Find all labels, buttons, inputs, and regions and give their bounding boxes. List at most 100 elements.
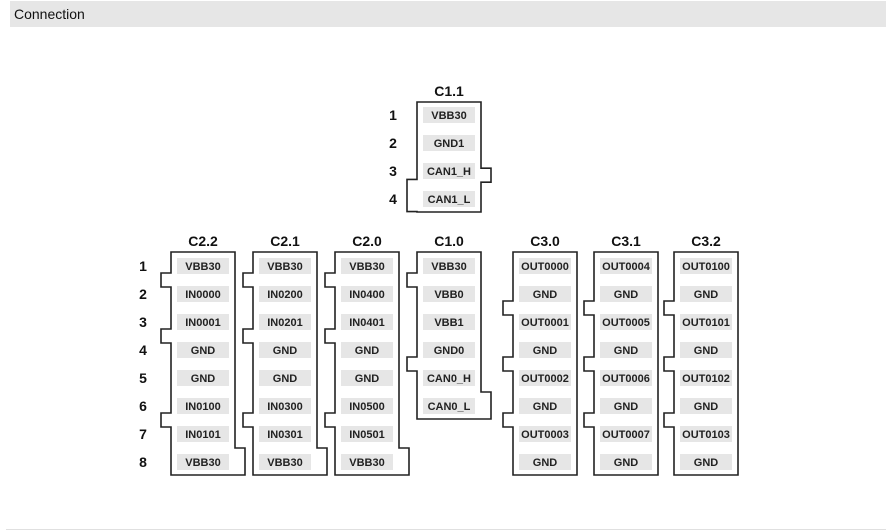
- pin-label: IN0000: [185, 289, 220, 301]
- pin-label-box: [177, 258, 229, 274]
- pin-label: GND: [355, 373, 380, 385]
- pin-label: IN0401: [349, 317, 384, 329]
- pin-number: 3: [139, 314, 147, 330]
- pin-label: GND: [191, 373, 216, 385]
- pin-label: VBB30: [267, 457, 302, 469]
- pin-number: 4: [139, 342, 147, 358]
- pin-label: GND: [355, 345, 380, 357]
- pin-label: CAN0_H: [427, 373, 471, 385]
- pin-label-box: [341, 426, 393, 442]
- pin-label: IN0400: [349, 289, 384, 301]
- connector-title: C1.1: [434, 83, 464, 99]
- pin-label-box: [341, 454, 393, 470]
- pin-label-box: [680, 342, 732, 358]
- pin-label-box: [259, 370, 311, 386]
- pin-label-box: [177, 426, 229, 442]
- pin-label: VBB30: [349, 261, 384, 273]
- pin-label-box: [680, 454, 732, 470]
- pin-label: GND: [273, 345, 298, 357]
- pin-label: OUT0001: [521, 317, 569, 329]
- pin-label: GND: [614, 345, 639, 357]
- connector-title: C2.2: [188, 233, 218, 249]
- pin-label-box: [600, 370, 652, 386]
- pin-label-box: [680, 370, 732, 386]
- pin-number: 5: [139, 370, 147, 386]
- pin-number: 2: [139, 286, 147, 302]
- connector-outline: [242, 251, 328, 476]
- pin-number: 8: [139, 454, 147, 470]
- connector-outline: [502, 251, 578, 476]
- pin-label: IN0501: [349, 429, 384, 441]
- pin-label-box: [177, 314, 229, 330]
- connector-title: C1.0: [434, 233, 464, 249]
- pin-label: OUT0101: [682, 317, 730, 329]
- section-title: Connection: [14, 6, 85, 22]
- pin-label: GND: [614, 289, 639, 301]
- pin-label: GND: [533, 345, 558, 357]
- pin-label: CAN0_L: [428, 401, 471, 413]
- pin-label-box: [600, 314, 652, 330]
- pin-label-box: [519, 258, 571, 274]
- pin-label: OUT0000: [521, 261, 569, 273]
- pin-label-box: [177, 342, 229, 358]
- pin-label: OUT0102: [682, 373, 730, 385]
- pin-label-box: [177, 370, 229, 386]
- pin-label: IN0200: [267, 289, 302, 301]
- section-header: Connection: [10, 1, 886, 27]
- pin-label-box: [423, 286, 475, 302]
- pin-label-box: [259, 454, 311, 470]
- pin-label-box: [177, 454, 229, 470]
- pin-label-box: [600, 258, 652, 274]
- pin-label-box: [423, 107, 475, 123]
- pin-label: IN0500: [349, 401, 384, 413]
- pin-label-box: [519, 342, 571, 358]
- pin-label: GND: [694, 401, 719, 413]
- pin-label-box: [259, 342, 311, 358]
- pin-label-box: [680, 286, 732, 302]
- pin-label: IN0300: [267, 401, 302, 413]
- pin-label-box: [177, 286, 229, 302]
- pin-label: VBB0: [434, 289, 463, 301]
- pin-label: GND: [694, 289, 719, 301]
- pin-label: GND: [694, 457, 719, 469]
- connector-outline: [324, 251, 410, 476]
- pin-label: OUT0100: [682, 261, 730, 273]
- pin-label: OUT0003: [521, 429, 569, 441]
- pin-label: GND: [614, 401, 639, 413]
- pin-label-box: [341, 342, 393, 358]
- pin-label: GND0: [434, 345, 465, 357]
- pin-label-box: [341, 258, 393, 274]
- pin-label: OUT0005: [602, 317, 650, 329]
- connector-title: C3.0: [530, 233, 560, 249]
- pin-label-box: [600, 286, 652, 302]
- pin-label-box: [423, 314, 475, 330]
- pin-label-box: [259, 258, 311, 274]
- pin-label: VBB30: [267, 261, 302, 273]
- pin-label-box: [600, 426, 652, 442]
- connector-title: C2.1: [270, 233, 300, 249]
- pin-label-box: [259, 314, 311, 330]
- pin-label-box: [519, 398, 571, 414]
- connector-outline: [406, 251, 492, 420]
- pin-label-box: [600, 398, 652, 414]
- pin-label: GND: [533, 457, 558, 469]
- connector-outline: [583, 251, 659, 476]
- pin-label-box: [423, 398, 475, 414]
- pin-label: GND: [191, 345, 216, 357]
- pin-label-box: [519, 454, 571, 470]
- pin-label: IN0301: [267, 429, 302, 441]
- pin-label-box: [600, 342, 652, 358]
- pin-number: 7: [139, 426, 147, 442]
- pin-number: 4: [389, 191, 397, 207]
- pin-label: VBB1: [434, 317, 463, 329]
- pin-label: IN0001: [185, 317, 220, 329]
- pin-label-box: [259, 286, 311, 302]
- pin-label-box: [423, 191, 475, 207]
- pin-label-box: [423, 135, 475, 151]
- pin-label-box: [341, 314, 393, 330]
- pin-label-box: [423, 163, 475, 179]
- pin-label: GND: [614, 457, 639, 469]
- pin-number: 1: [139, 258, 147, 274]
- pin-label-box: [423, 258, 475, 274]
- pin-label-box: [600, 454, 652, 470]
